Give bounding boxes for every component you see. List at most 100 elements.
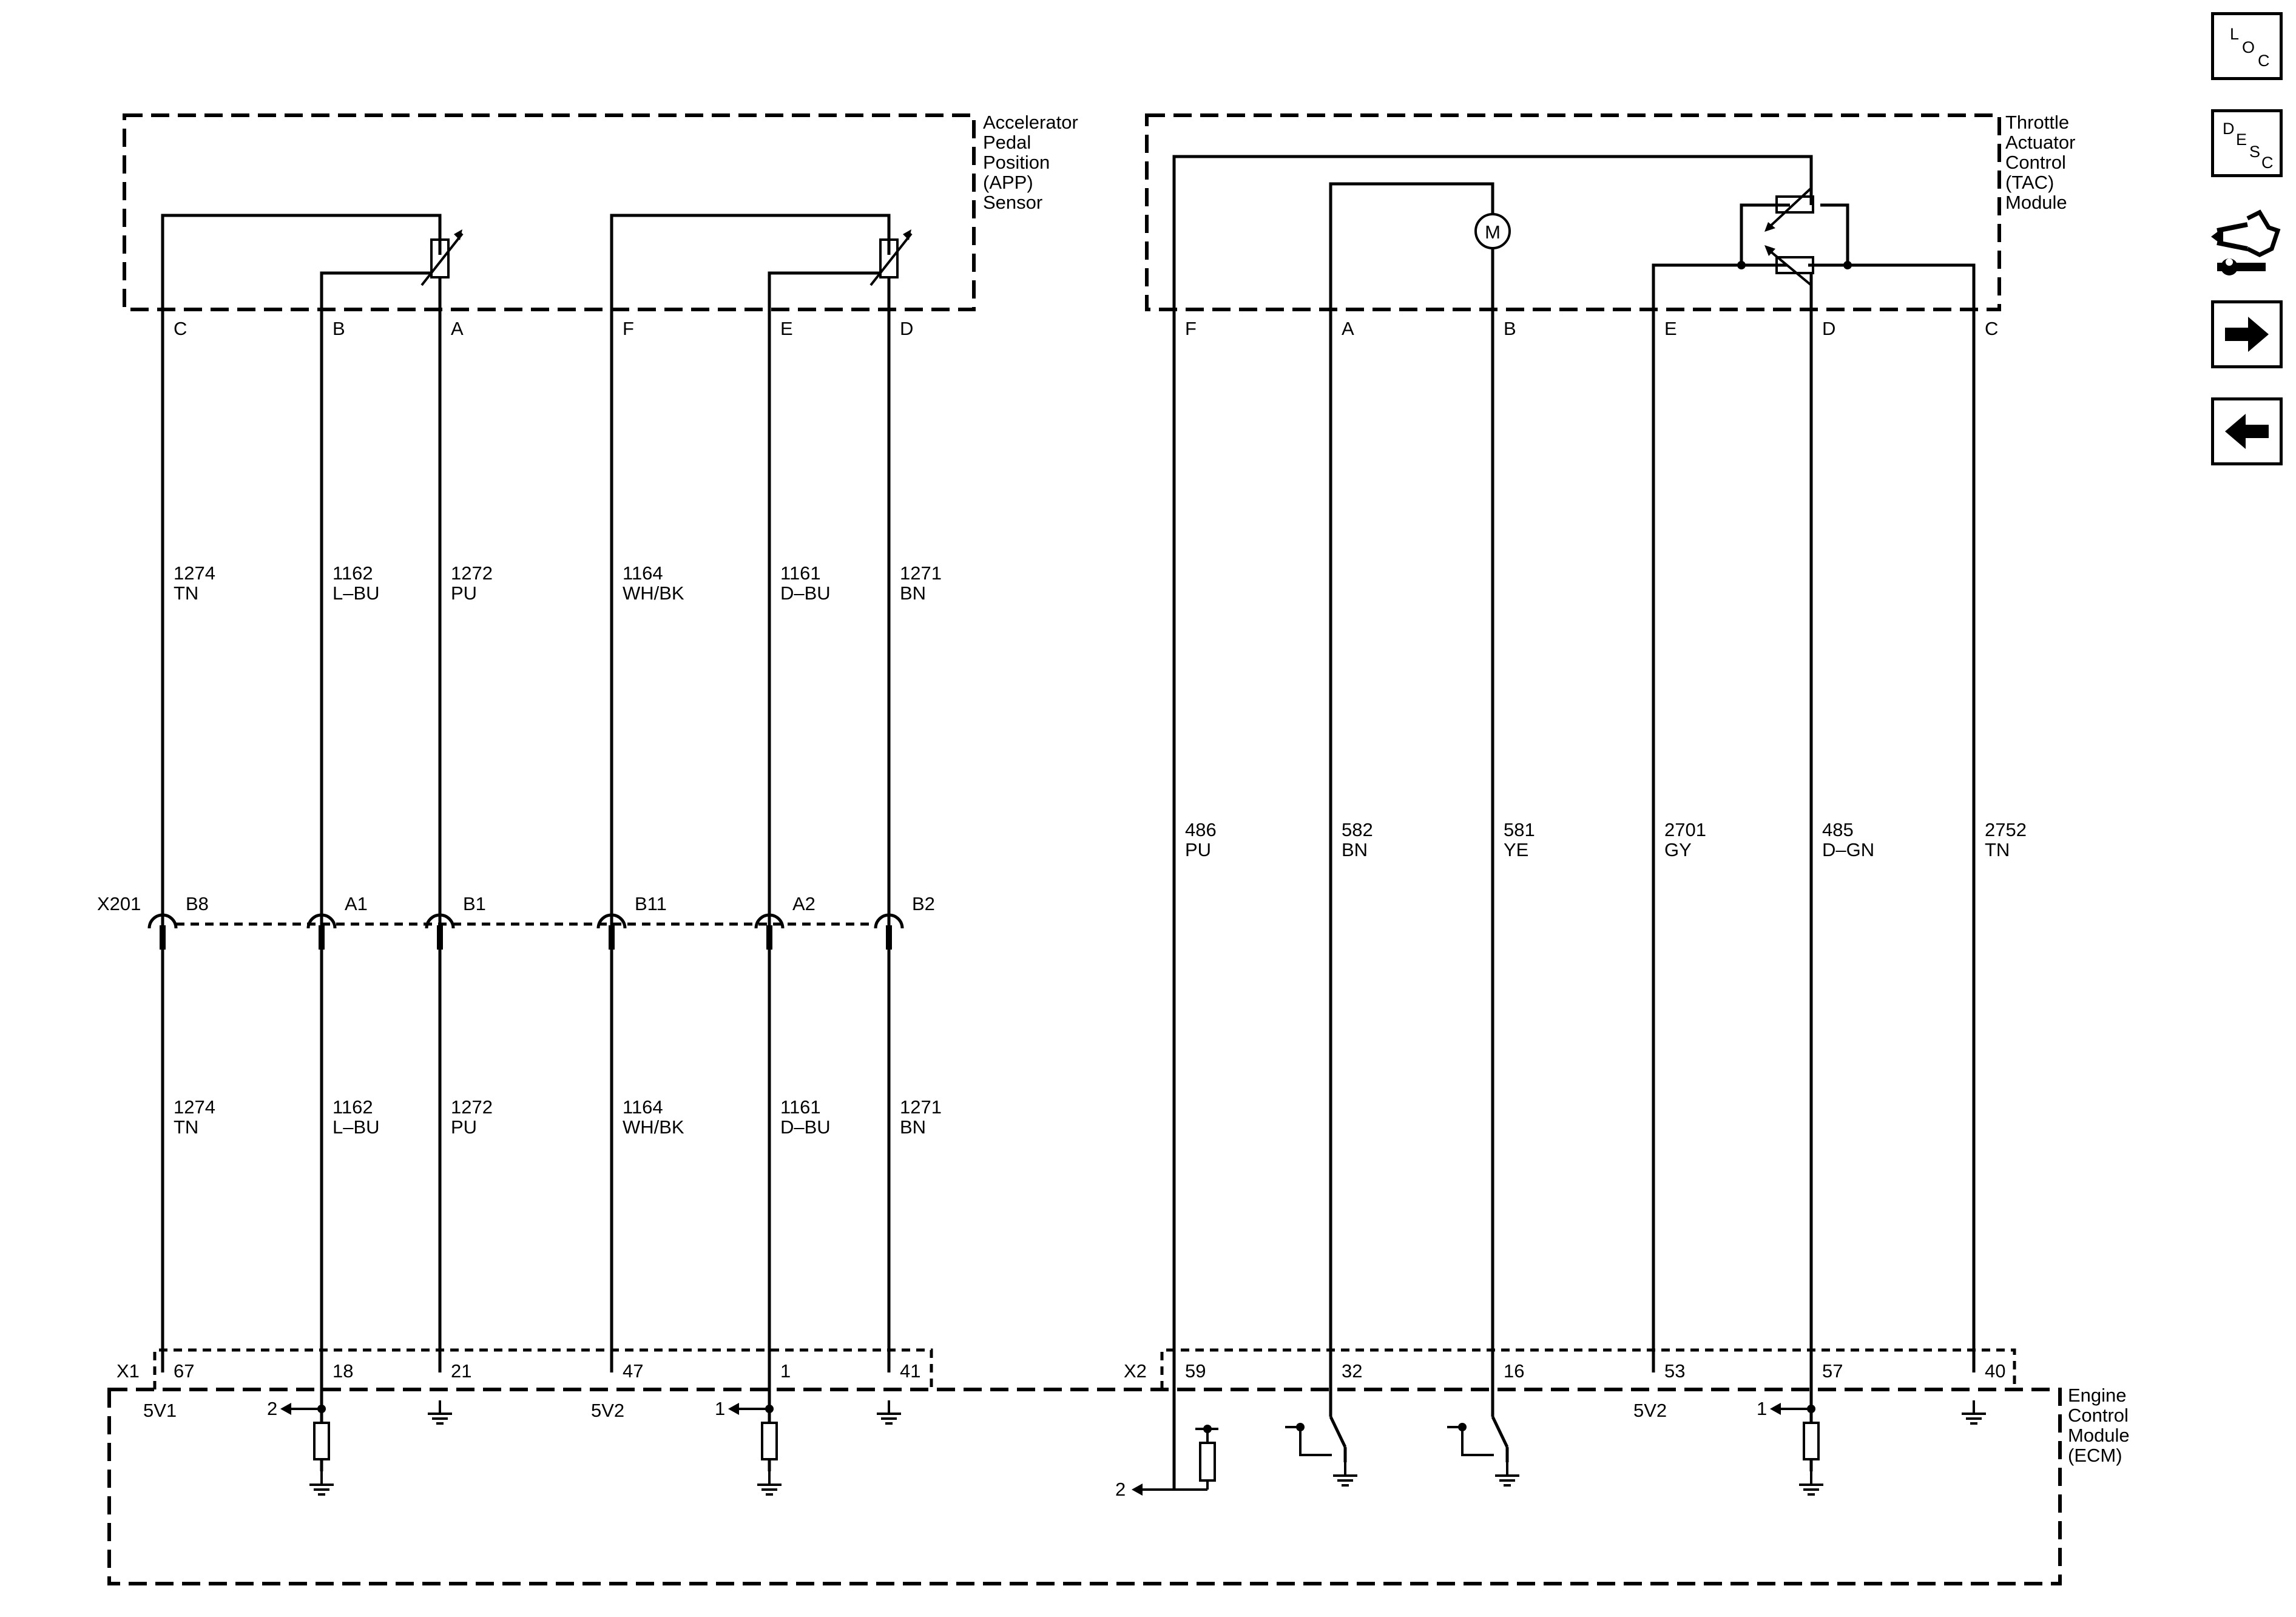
svg-text:S: S — [2249, 143, 2260, 161]
potentiometer-1-icon — [420, 229, 464, 286]
cavity-label: B1 — [463, 893, 486, 914]
wire-color: L–BU — [333, 582, 380, 604]
circuit-number: 485 — [1822, 819, 1854, 840]
wire-color: BN — [1342, 839, 1368, 860]
svg-text:E: E — [2236, 130, 2247, 149]
tac-pin-letter: E — [1664, 318, 1677, 339]
ground-icon — [877, 1400, 901, 1425]
circuit-number: 1161 — [780, 562, 821, 584]
location-button[interactable]: L O C — [2211, 12, 2283, 80]
loc-icon: L O C — [2230, 25, 2270, 70]
app-pin-letter: C — [174, 318, 187, 339]
ref-label: 2 — [1115, 1479, 1126, 1500]
ecm-pin-number: 32 — [1342, 1360, 1362, 1382]
wire-color: PU — [451, 582, 477, 604]
wire-color: WH/BK — [623, 1116, 684, 1138]
ground-icon — [757, 1471, 782, 1496]
circuit-number: 1164 — [623, 562, 663, 584]
cavity-label: B2 — [912, 893, 935, 914]
ecm-pin-number: 40 — [1985, 1360, 2005, 1382]
circuit-number: 1274 — [174, 1096, 215, 1118]
ecm-pin-number: 1 — [780, 1360, 791, 1382]
ground-icon — [428, 1400, 452, 1425]
ecm-pin-number: 67 — [174, 1360, 194, 1382]
ecm-box — [107, 1388, 2062, 1585]
svg-text:C: C — [2258, 52, 2270, 70]
tac-internal-wiring — [1172, 155, 1976, 1490]
inline-cavities: B8 A1 B1 B11 A2 B2 — [147, 893, 935, 950]
arrow-left-icon — [2225, 414, 2269, 449]
wire-color: L–BU — [333, 1116, 380, 1138]
arrow-right-icon — [2225, 317, 2269, 352]
wire-color: D–GN — [1822, 839, 1874, 860]
description-button[interactable]: D E S C — [2211, 109, 2283, 177]
ground-icon — [1962, 1400, 1986, 1425]
tac-pin-letter: B — [1504, 318, 1516, 339]
cavity-label: B11 — [635, 893, 667, 914]
signal-ref-label: 1 — [1757, 1398, 1767, 1419]
ecm-pin-number: 59 — [1185, 1360, 1206, 1382]
circuit-number: 1271 — [900, 1096, 942, 1118]
circuit-number: 582 — [1342, 819, 1373, 840]
app-sensor-name: Accelerator Pedal Position (APP) Sensor — [983, 112, 1083, 213]
ground-icon — [1799, 1471, 1823, 1496]
circuit-number: 1162 — [333, 1096, 373, 1118]
cavity-label: A2 — [792, 893, 815, 914]
wire-color: D–BU — [780, 1116, 831, 1138]
next-button[interactable] — [2211, 300, 2283, 368]
app-pin-letter: E — [780, 318, 793, 339]
wire-color: D–BU — [780, 582, 831, 604]
inline-cavity: A2 — [754, 893, 815, 950]
ground-icon — [1333, 1462, 1357, 1487]
ground-icon — [1495, 1462, 1519, 1487]
cavity-label: A1 — [345, 893, 368, 914]
throttle-position-sensor-icon — [1737, 187, 1852, 286]
circuit-number: 1162 — [333, 562, 373, 584]
signal-ref-label: 2 — [267, 1398, 277, 1419]
inline-cavity: B1 — [425, 893, 486, 950]
circuit-number: 581 — [1504, 819, 1535, 840]
app-sensor-box — [123, 113, 976, 311]
ground-icon — [309, 1471, 334, 1496]
ecm-name: Engine Control Module (ECM) — [2068, 1385, 2135, 1466]
wire-color: GY — [1664, 839, 1692, 860]
app-pin-letter: A — [451, 318, 464, 339]
wire-color: TN — [174, 1116, 198, 1138]
circuit-number: 2701 — [1664, 819, 1706, 840]
wire-color: PU — [451, 1116, 477, 1138]
svg-text:M: M — [1485, 221, 1501, 243]
tac-module-name: Throttle Actuator Control (TAC) Module — [2005, 112, 2081, 213]
ecm-pin-number: 18 — [333, 1360, 353, 1382]
svg-text:C: C — [2261, 154, 2274, 172]
tac-pin-letter: D — [1822, 318, 1835, 339]
tac-pin-letter: C — [1985, 318, 1998, 339]
signal-ref-label: 1 — [715, 1398, 725, 1419]
inline-cavity: B11 — [596, 893, 667, 950]
cavity-label: B8 — [186, 893, 209, 914]
tac-pin-letter: A — [1342, 318, 1354, 339]
ecm-pin-number: 21 — [451, 1360, 471, 1382]
inline-cavity: A1 — [306, 893, 368, 950]
inline-cavity: B8 — [147, 893, 209, 950]
ecm-pin-number: 16 — [1504, 1360, 1524, 1382]
connector-x1-label: X1 — [116, 1360, 140, 1382]
app-sensor-internal-wiring — [161, 214, 891, 1372]
circuit-number: 486 — [1185, 819, 1217, 840]
tac-pin-letter: F — [1185, 318, 1197, 339]
connector-wrench-button[interactable] — [2211, 206, 2283, 285]
motor-driver-circuit — [1447, 1372, 1519, 1487]
circuit-number: 1272 — [451, 562, 493, 584]
wire-color: TN — [174, 582, 198, 604]
svg-text:O: O — [2242, 38, 2255, 56]
motor-icon: M — [1474, 213, 1511, 249]
inline-connector-label: X201 — [97, 893, 141, 914]
wire-color: PU — [1185, 839, 1211, 860]
potentiometer-2-icon — [869, 229, 913, 286]
circuit-number: 1272 — [451, 1096, 493, 1118]
previous-button[interactable] — [2211, 397, 2283, 465]
circuit-number: 2752 — [1985, 819, 2027, 840]
app-wire-labels: C1274TN1274TNB1162L–BU1162L–BUA1272PU127… — [174, 318, 942, 1138]
